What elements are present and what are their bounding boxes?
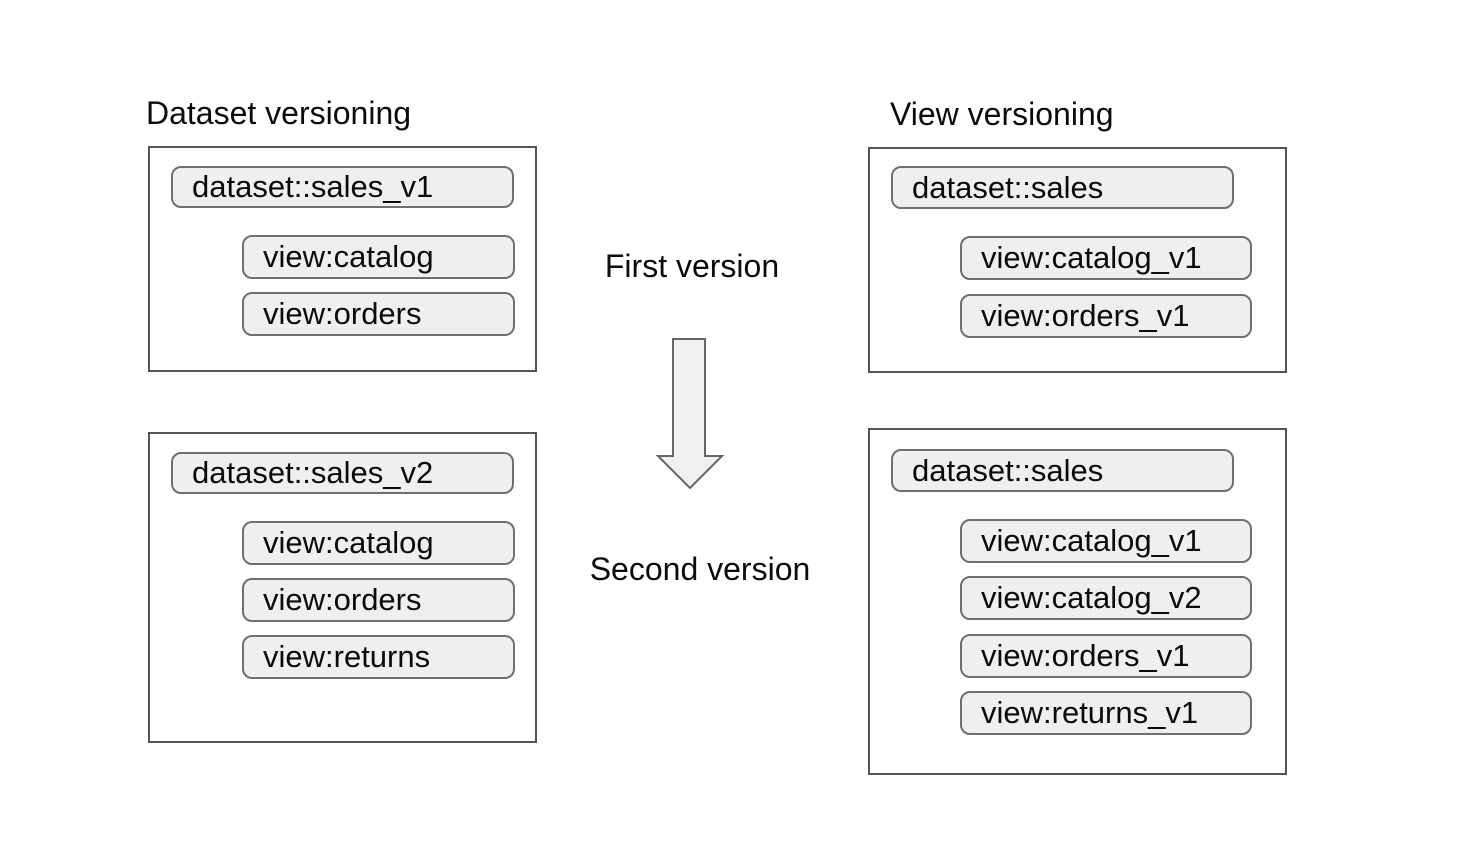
dataset-pill: dataset::sales_v1 — [171, 166, 514, 208]
view-versioning-box-first: dataset::sales view:catalog_v1 view:orde… — [868, 147, 1287, 373]
down-arrow-shape — [655, 338, 725, 490]
view-pill: view:orders — [242, 292, 515, 336]
view-pill: view:returns — [242, 635, 515, 679]
dataset-versioning-box-v2: dataset::sales_v2 view:catalog view:orde… — [148, 432, 537, 743]
dataset-pill: dataset::sales — [891, 449, 1234, 492]
view-pill: view:orders_v1 — [960, 294, 1252, 338]
view-pill: view:orders — [242, 578, 515, 622]
view-pill: view:catalog — [242, 235, 515, 279]
second-version-label: Second version — [589, 551, 811, 587]
dataset-pill: dataset::sales — [891, 166, 1234, 209]
dataset-versioning-heading: Dataset versioning — [146, 95, 412, 131]
view-pill: view:returns_v1 — [960, 691, 1252, 735]
first-version-label: First version — [604, 248, 780, 284]
down-arrow-icon — [655, 338, 725, 490]
view-versioning-box-second: dataset::sales view:catalog_v1 view:cata… — [868, 428, 1287, 775]
view-pill: view:catalog — [242, 521, 515, 565]
view-pill: view:catalog_v1 — [960, 236, 1252, 280]
view-pill: view:catalog_v1 — [960, 519, 1252, 563]
view-pill: view:orders_v1 — [960, 634, 1252, 678]
dataset-versioning-box-v1: dataset::sales_v1 view:catalog view:orde… — [148, 146, 537, 372]
dataset-pill: dataset::sales_v2 — [171, 452, 514, 494]
view-pill: view:catalog_v2 — [960, 576, 1252, 620]
view-versioning-heading: View versioning — [890, 96, 1114, 132]
